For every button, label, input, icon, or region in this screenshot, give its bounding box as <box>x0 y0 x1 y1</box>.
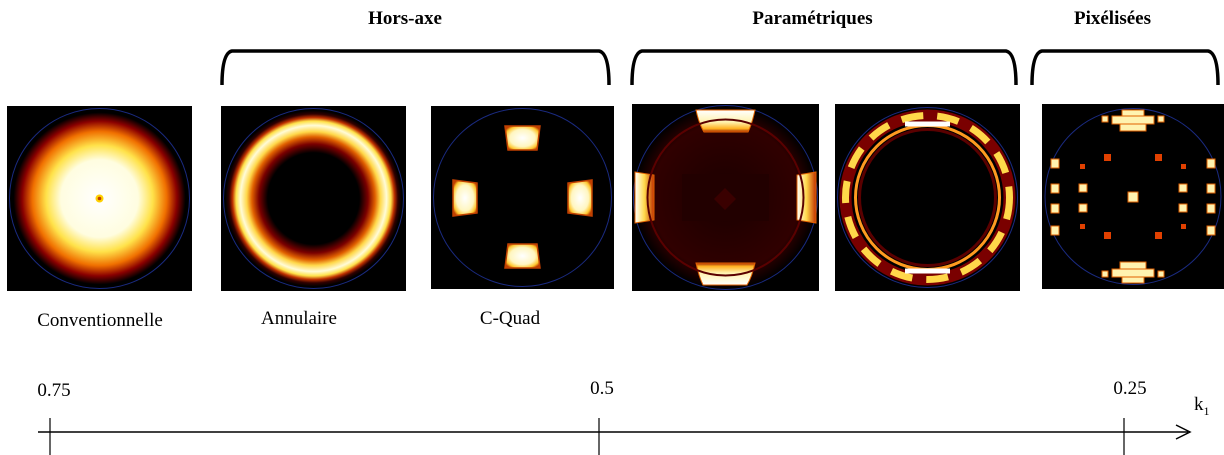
axis-label-main: k <box>1194 394 1204 415</box>
bracket-parametriques <box>630 49 1018 86</box>
source-cquad-image <box>431 106 614 289</box>
tick-label-0-5: 0.5 <box>590 378 614 399</box>
axis-label-sub: 1 <box>1203 403 1210 418</box>
caption-annular: Annulaire <box>261 308 337 329</box>
caption-cquad: C-Quad <box>479 308 541 329</box>
group-title-pixelisees: Pixélisées <box>1073 8 1152 29</box>
source-annular-image <box>221 106 406 291</box>
source-parametric-1-image <box>632 104 819 291</box>
bracket-hors-axe <box>220 49 611 86</box>
bracket-pixelisees <box>1030 49 1220 86</box>
axis-label-k1: k1 <box>1194 394 1210 419</box>
tick-label-0-75: 0.75 <box>37 380 71 401</box>
source-parametric-2-image <box>835 104 1020 291</box>
group-title-hors-axe: Hors-axe <box>368 8 442 29</box>
tick-label-0-25: 0.25 <box>1113 378 1147 399</box>
source-pixelated-image <box>1042 104 1224 289</box>
caption-conventional: Conventionnelle <box>37 310 163 331</box>
source-conventional-image <box>7 106 192 291</box>
group-title-parametriques: Paramétriques <box>752 8 873 29</box>
